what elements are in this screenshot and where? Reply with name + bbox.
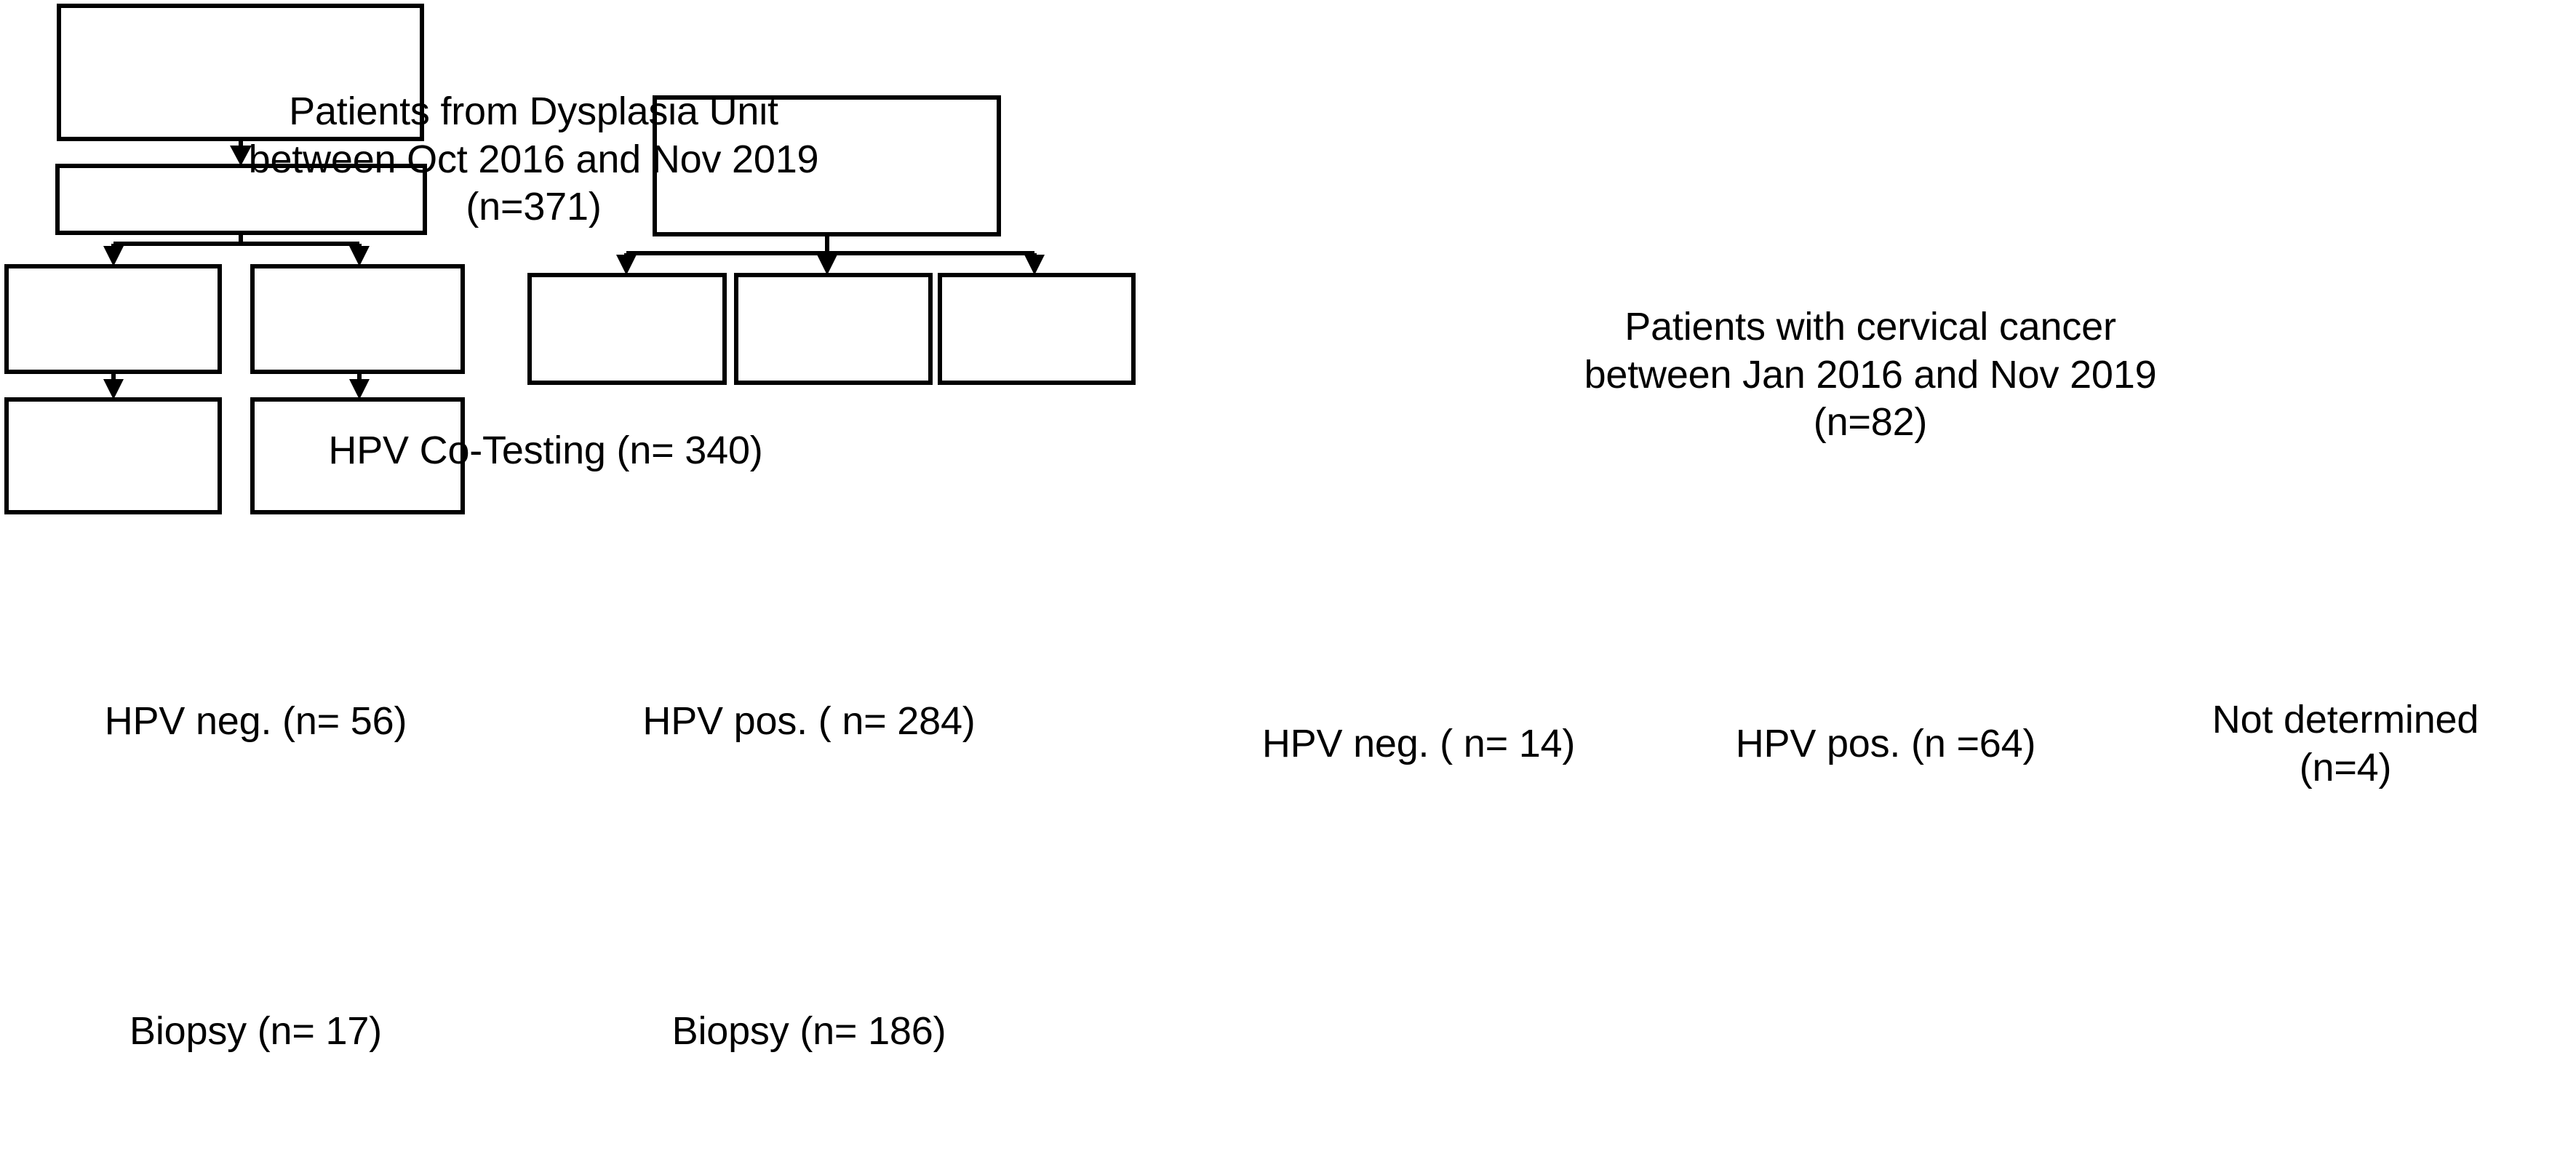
box-left-source[interactable] — [57, 4, 424, 141]
box-right-hpv-negative[interactable] — [527, 273, 727, 385]
arrowhead-left-hpv-positive — [349, 246, 370, 266]
box-right-not-determined[interactable] — [938, 273, 1136, 385]
box-right-hpv-positive[interactable] — [734, 273, 933, 385]
box-left-biopsy-positive[interactable] — [250, 397, 465, 514]
arrowhead-left-hpv-negative — [103, 246, 124, 266]
arrowhead-left-biopsy-negative — [103, 379, 124, 399]
arrowhead-right-not-determined — [1024, 255, 1045, 275]
box-left-cotesting[interactable] — [55, 164, 427, 235]
box-left-biopsy-negative[interactable] — [4, 397, 222, 514]
arrowhead-left-cotesting — [230, 146, 252, 166]
arrowhead-left-biopsy-positive — [349, 379, 370, 399]
box-left-hpv-positive[interactable] — [250, 264, 465, 374]
arrowhead-right-hpv-negative — [616, 255, 637, 275]
arrowhead-right-hpv-positive — [817, 255, 837, 275]
box-left-hpv-negative[interactable] — [4, 264, 222, 374]
box-right-source[interactable] — [653, 95, 1001, 236]
